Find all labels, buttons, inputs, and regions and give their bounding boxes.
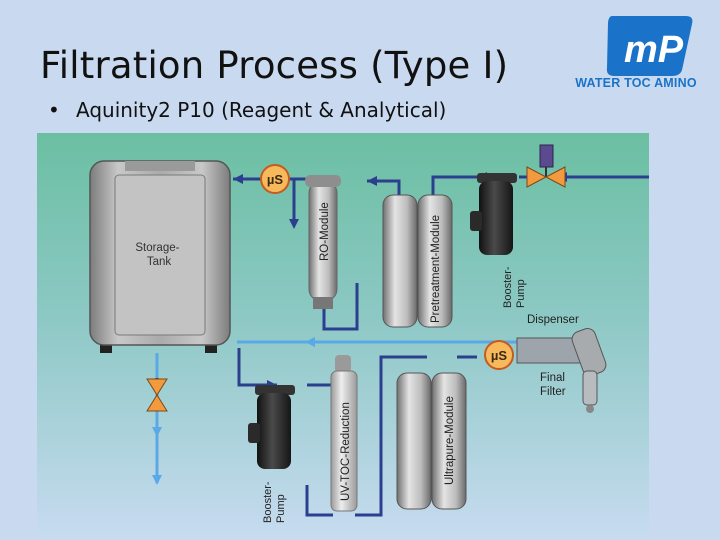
dark-pipes	[233, 175, 649, 517]
pipe-pretreatment-to-ro	[367, 179, 401, 197]
pipe-uv-bottom-loop	[305, 485, 333, 517]
pipe-uv-to-ultrapure	[355, 355, 427, 517]
booster-pump-bottom: Booster- Pump	[248, 385, 295, 523]
bullet-dot: •	[48, 98, 60, 122]
uv-toc-reduction: UV-TOC-Reduction	[330, 355, 358, 512]
uv-top-cap	[335, 355, 351, 373]
ro-module-cap	[305, 175, 341, 187]
conductivity-sensor-1: µS	[260, 164, 290, 194]
slide-title: Filtration Process (Type I)	[40, 44, 509, 87]
tank-panel	[114, 174, 206, 336]
booster-pump-bottom-label-line1: Booster-	[262, 481, 274, 523]
arrow-to-tank	[233, 174, 243, 184]
outlet-valve-bottom	[146, 394, 168, 412]
pretreatment-cyl-left	[382, 194, 418, 328]
arrow-down-drain	[289, 219, 299, 229]
inlet-solenoid-valve	[526, 144, 566, 188]
pump-top-body	[479, 181, 513, 255]
dispenser: Dispenser	[516, 314, 607, 376]
tank-top-cap	[125, 161, 195, 171]
bullet-item: • Aquinity2 P10 (Reagent & Analytical)	[48, 98, 446, 122]
pump-bottom-cap	[255, 385, 295, 395]
logo-mark: mP	[624, 29, 684, 71]
booster-pump-bottom-label-line2: Pump	[275, 494, 287, 523]
outlet-valve-top	[146, 378, 168, 396]
storage-tank-label-line1: Storage-	[135, 242, 179, 254]
final-filter-tip	[586, 405, 594, 413]
valve-left-triangle	[526, 166, 548, 188]
arrow-tank-down	[152, 427, 162, 437]
ultrapure-module: Ultrapure-Module	[396, 372, 467, 510]
valve-right-triangle	[544, 166, 566, 188]
storage-tank-label-line2: Tank	[147, 256, 172, 268]
booster-pump-top: Booster- Pump	[470, 173, 527, 308]
final-filter: Final Filter	[540, 370, 598, 413]
pump-bottom-body	[257, 393, 291, 469]
booster-pump-top-label: Booster- Pump	[502, 263, 527, 308]
company-logo: mP	[606, 16, 693, 76]
booster-pump-top-label-line1: Booster-	[502, 266, 514, 308]
pipe-ro-reject-drain	[322, 283, 359, 331]
final-filter-label-line1: Final	[540, 372, 565, 384]
pump-bottom-side	[248, 423, 260, 443]
storage-tank: Storage- Tank	[89, 160, 231, 353]
ultrapure-cyl-right	[431, 372, 467, 510]
uv-body	[330, 370, 358, 512]
conductivity-sensor-2-label: µS	[491, 348, 507, 363]
tank-outlet-valve	[146, 378, 168, 412]
final-filter-label: Final Filter	[540, 372, 568, 398]
ultrapure-module-label: Ultrapure-Module	[444, 396, 456, 485]
uv-toc-reduction-label: UV-TOC-Reduction	[340, 402, 352, 501]
booster-pump-top-label-line2: Pump	[515, 279, 527, 308]
solenoid-coil	[539, 144, 554, 168]
arrow-tank-out	[152, 475, 162, 485]
arrow-pretreatment-ro	[367, 176, 377, 186]
ultrapure-cyl-left	[396, 372, 432, 510]
final-filter-label-line2: Filter	[540, 386, 566, 398]
bullet-text: Aquinity2 P10 (Reagent & Analytical)	[76, 98, 447, 122]
conductivity-sensor-1-label: µS	[267, 172, 283, 187]
dispenser-label: Dispenser	[527, 314, 579, 326]
pretreatment-cyl-right	[417, 194, 453, 328]
filtration-diagram: Storage- Tank µS RO-Module Pretreatment-…	[37, 133, 649, 535]
pipe-pump-to-pretreatment	[431, 175, 477, 197]
storage-tank-label: Storage- Tank	[135, 242, 182, 268]
pump-top-cap	[477, 173, 517, 183]
arrow-return	[305, 337, 315, 347]
logo-text: WATER TOC AMINO	[575, 76, 697, 90]
ro-module-label: RO-Module	[319, 202, 331, 261]
conductivity-sensor-2: µS	[484, 340, 514, 370]
booster-pump-bottom-label: Booster- Pump	[262, 478, 287, 523]
pump-top-side	[470, 211, 482, 231]
logo-badge-shape	[606, 16, 693, 76]
ro-module-base	[313, 297, 333, 309]
light-arrows	[152, 337, 315, 485]
final-filter-body	[582, 370, 598, 406]
pretreatment-module-label: Pretreatment-Module	[430, 215, 442, 323]
ro-module: RO-Module	[305, 175, 341, 309]
pretreatment-module: Pretreatment-Module	[382, 194, 453, 328]
